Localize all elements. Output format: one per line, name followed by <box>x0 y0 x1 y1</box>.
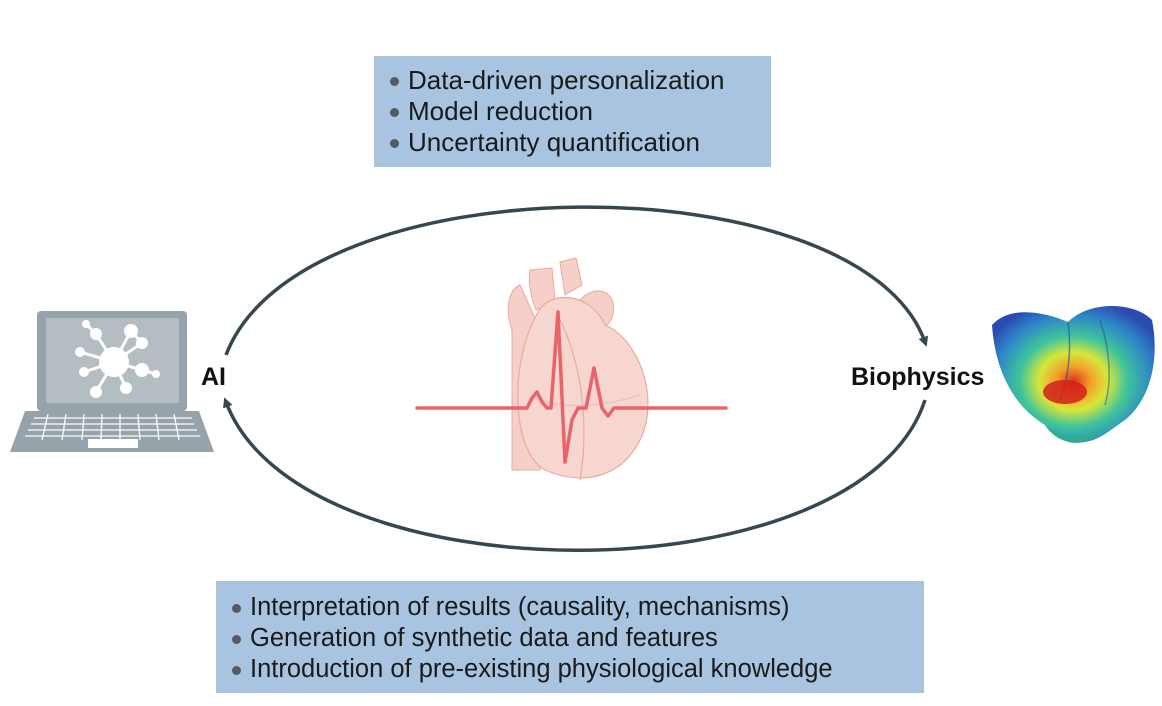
biophysics-label: Biophysics <box>851 363 985 391</box>
cycle-arrow-bottom <box>223 397 927 552</box>
biophysics-heart-mesh-icon <box>992 306 1155 443</box>
ai-label: AI <box>201 363 226 391</box>
top-item-personalization: Data-driven personalization <box>386 65 759 96</box>
bottom-item-interpretation: Interpretation of results (causality, me… <box>228 592 912 623</box>
laptop-network-icon <box>10 311 214 452</box>
bottom-item-physiological-knowledge: Introduction of pre-existing physiologic… <box>228 654 912 685</box>
bottom-info-box: Interpretation of results (causality, me… <box>216 581 924 693</box>
cycle-arrow-top <box>224 205 929 356</box>
top-info-box: Data-driven personalization Model reduct… <box>374 56 771 167</box>
top-item-model-reduction: Model reduction <box>386 96 759 127</box>
bottom-item-synthetic-data: Generation of synthetic data and feature… <box>228 623 912 654</box>
heart-ecg-icon <box>415 257 728 481</box>
ecg-trace <box>415 310 728 464</box>
top-item-uncertainty: Uncertainty quantification <box>386 127 759 158</box>
